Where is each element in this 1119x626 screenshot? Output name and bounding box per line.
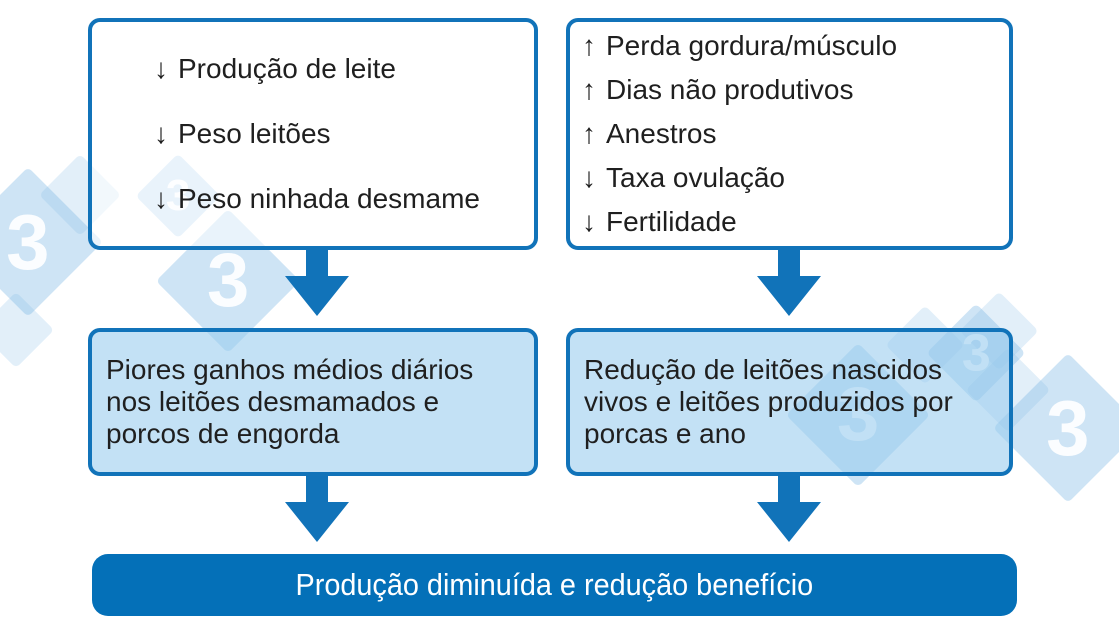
down-flow-arrow: [757, 250, 821, 316]
list-item: ↓ Peso leitões: [154, 117, 534, 151]
down-flow-arrow: [757, 476, 821, 542]
down-arrow-icon: ↓: [582, 206, 596, 237]
list-item-label: Taxa ovulação: [606, 162, 786, 193]
down-arrow-icon: ↓: [154, 118, 168, 149]
list-item: ↓ Peso ninhada desmame: [154, 182, 534, 216]
list-item: ↑ Anestros: [582, 112, 1009, 156]
box-text-line: porcos de engorda: [106, 418, 340, 449]
three-glyph: 3: [6, 197, 50, 286]
box-lactation-effects: ↓ Produção de leite ↓ Peso leitões ↓ Peso n…: [88, 18, 538, 250]
three-glyph: 3: [1046, 383, 1090, 472]
up-arrow-icon: ↑: [582, 30, 596, 61]
outcome-bar: Produção diminuída e redução benefício: [92, 554, 1017, 616]
outcome-label: Produção diminuída e redução benefício: [295, 567, 814, 602]
box-text-line: porcas e ano: [584, 418, 746, 449]
up-arrow-icon: ↑: [582, 118, 596, 149]
list-item: ↓ Fertilidade: [582, 200, 1009, 244]
box-text-line: nos leitões desmamados e: [106, 386, 440, 417]
list-item: ↓ Taxa ovulação: [582, 156, 1009, 200]
list-item-label: Perda gordura/músculo: [606, 30, 898, 61]
list-item-label: Anestros: [606, 118, 717, 149]
box-text-line: vivos e leitões produzidos por: [584, 386, 953, 417]
three-glyph: 3: [206, 238, 250, 323]
down-flow-arrow: [285, 250, 349, 316]
list-item-label: Fertilidade: [606, 206, 737, 237]
watermark-diamond: [0, 291, 55, 369]
box-litter-impact: Redução de leitões nascidos vivos e leit…: [566, 328, 1013, 476]
box-growth-impact: Piores ganhos médios diários nos leitões…: [88, 328, 538, 476]
box-text-line: Redução de leitões nascidos: [584, 354, 943, 385]
box-reproduction-effects: ↑ Perda gordura/músculo ↑ Dias não produti…: [566, 18, 1013, 250]
box-text-line: Piores ganhos médios diários: [106, 354, 474, 385]
list-item-label: Peso leitões: [178, 118, 331, 149]
down-arrow-icon: ↓: [582, 162, 596, 193]
down-arrow-icon: ↓: [154, 53, 168, 84]
list-item: ↑ Dias não produtivos: [582, 68, 1009, 112]
list-item: ↑ Perda gordura/músculo: [582, 24, 1009, 68]
down-arrow-icon: ↓: [154, 183, 168, 214]
list-item-label: Produção de leite: [178, 53, 396, 84]
list-item: ↓ Produção de leite: [154, 52, 534, 86]
down-flow-arrow: [285, 476, 349, 542]
list-item-label: Peso ninhada desmame: [178, 183, 480, 214]
up-arrow-icon: ↑: [582, 74, 596, 105]
list-item-label: Dias não produtivos: [606, 74, 854, 105]
